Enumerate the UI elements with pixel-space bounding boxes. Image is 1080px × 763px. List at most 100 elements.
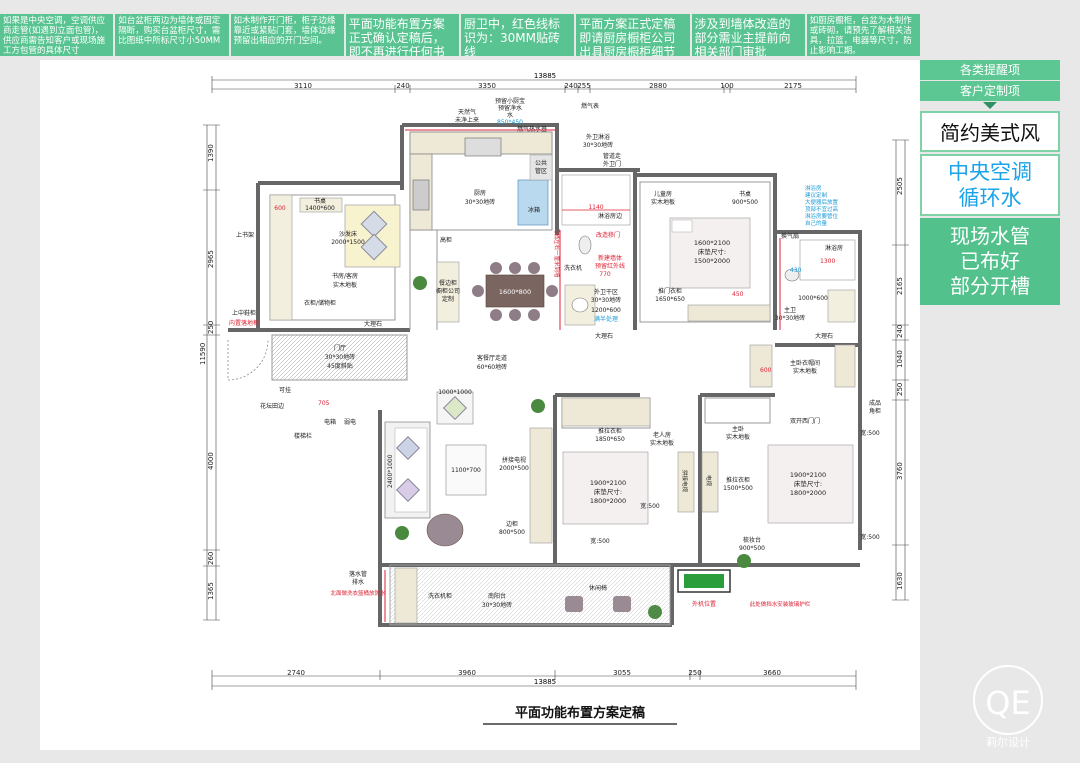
cushion-icons [395,435,421,503]
foyer-label: 门厅 [334,344,346,352]
dim-bottom-2: 3960 [458,669,476,677]
master-bed-1: 1900*2100 [790,471,826,479]
note-7: 涉及到墙体改造的部分需业主提前向相关部门审批 [691,14,807,56]
leisure-chairs [565,596,631,612]
legend-plumbing: 现场水管 已布好 部分开槽 [920,218,1060,305]
washer-label: 洗衣机柜 [428,592,452,600]
leisure-label: 休闲椅 [589,584,607,592]
entrance-door [227,339,269,381]
kids-pillow [671,219,693,233]
shower-note-label: 淋浴房边 [598,212,622,220]
note-8: 如厨房橱柜，台盆为木制作或砖砌，请预先了解相关洁具，拉篮，电器等尺寸，防止影响工… [806,14,920,56]
tv1-label: 拼接电视 [502,456,526,464]
vanity1-note: 满半处理 [594,315,618,323]
bath2-label: 主卫 [784,306,796,314]
dim-top-4: 240 [564,82,577,90]
elder-floor: 实木地板 [650,439,674,447]
foyer-floor [271,334,408,381]
note-2: 如台盆柜两边为墙体或固定隔断，购买台盆柜尺寸，需比图纸中所标尺寸小50MM [115,14,231,56]
desk2-dim: 900*500 [732,199,758,206]
legend-plumbing-line-1: 现场水管 [950,224,1030,248]
gas-label-2: 未净上来 [455,116,479,124]
ventilator-label: 换气扇 [781,232,799,240]
dresser-dim: 900*500 [739,545,765,552]
sofa-bed-label: 沙发床 [339,230,357,238]
bath2-vanity [827,289,856,323]
legend-reminder: 各类提醒项 [920,60,1060,80]
brand-logo: QE 莉尔设计 [973,665,1043,749]
footer-title: 平面功能布置方案定稿 [515,705,645,721]
pipes-label-1: 预留小厨宝 [495,97,525,105]
vanity1-dim: 1200*600 [591,307,621,314]
fridge-label: 冰箱 [528,206,540,214]
dim-top-6: 2880 [649,82,667,90]
dim-top-5: 255 [577,82,590,90]
meter-label-2: 弱电 [344,418,356,426]
dining-table [485,274,545,308]
kids-wardrobe [687,304,771,322]
dining-table-dim: 1600*800 [499,288,531,296]
master-bed-2: 床垫尺寸: [794,479,822,488]
rain-pipe-1: 落水管 [349,570,367,578]
bath1-floor: 30*30地砖 [583,141,613,149]
sink-icon [464,137,502,157]
sideboard-label-1: 餐边柜 [439,279,457,287]
sideboard [436,261,460,323]
note-6: 平面方案正式定稿即请厨房橱柜公司出具厨房橱柜细节图纸 [576,14,692,56]
side-cab-label: 边柜 [506,520,518,528]
master-bed [767,444,854,524]
legend-arrow-icon [983,102,997,109]
note-3: 如木制作开门柜，柜子边缘靠近或紧贴门套，墙体边缘预留出相应的开门空间。 [230,14,346,56]
dim-top-8: 2175 [784,82,802,90]
elder-wardrobe [561,397,651,427]
sofa-dim: 2400*1000 [387,454,394,488]
balcony-label: 南阳台 [488,592,506,600]
pipes-label-2: 预留净水 [498,104,522,112]
sofa-bed-dim: 2000*1500 [331,239,365,246]
tv-cabinet [529,427,553,544]
dim-total-bottom: 13885 [534,678,556,686]
dim-top-2: 240 [396,82,409,90]
dim-right-3: 240 [896,325,904,338]
dim-1300: 1300 [820,258,835,265]
width500-b: 宽:500 [860,429,880,437]
legend-plumbing-line-3: 部分开槽 [950,274,1030,298]
dim-right-4: 1040 [896,350,904,368]
kids-bed-3: 1500*2000 [694,257,730,265]
elder-label: 老人房 [653,431,671,439]
study-floor: 实木地板 [333,281,357,289]
bathroom-note: 马桶左右一厘米到墙 [553,228,561,278]
kids-bed-2: 床垫尺寸: [698,247,726,256]
notice-strip: 如果是中央空调，空调供应商走管(如遇到立面包管)，供应商需告知客户或现场施工方包… [0,14,920,56]
brand-name: 莉尔设计 [986,736,1030,749]
dim-600-closet: 600 [760,367,772,374]
toilet-2-icon [784,268,800,282]
wardrobe3-label: 推门衣柜 [658,287,682,295]
legend-hvac-line-1: 中央空调 [948,160,1032,184]
armchair-cushion [442,395,468,421]
sideboard-label-2: 橱柜公司 [436,287,460,295]
dim-left-6: 260 [207,552,215,565]
dim-600-study: 600 [274,205,286,212]
tile-lines [384,129,781,622]
book-shelf-label: 上书架 [236,231,254,239]
upper-cab-label: 上中鞋柜 [232,309,256,317]
sliding-label: 双开西门门 [790,417,820,425]
outdoor-unit-fill [684,574,724,588]
note-4: 平面功能布置方案正式确认定稿后，即不再进行任何书面化调整。 [345,14,461,56]
shower-room [799,239,856,281]
master-tv-cab [701,451,719,513]
study-wardrobe [269,194,293,321]
chair-dim: 1000*1000 [438,389,472,396]
bath-note-1: 淋浴房 [805,184,822,192]
tv3-label: 电视 [705,475,713,487]
kitchen-label: 厨房 [474,189,486,197]
wardrobe4-label: 推拉衣柜 [726,476,750,484]
living-label: 客餐厅走道 [477,354,507,362]
shower-label: 淋浴房 [825,244,843,252]
dim-450: 450 [732,291,744,298]
desk2-label: 书桌 [739,190,751,198]
gas-meter-label: 燃气表 [581,102,599,110]
wardrobe2-dim: 1850*650 [595,436,625,443]
dim-bottom-1: 2740 [287,669,305,677]
